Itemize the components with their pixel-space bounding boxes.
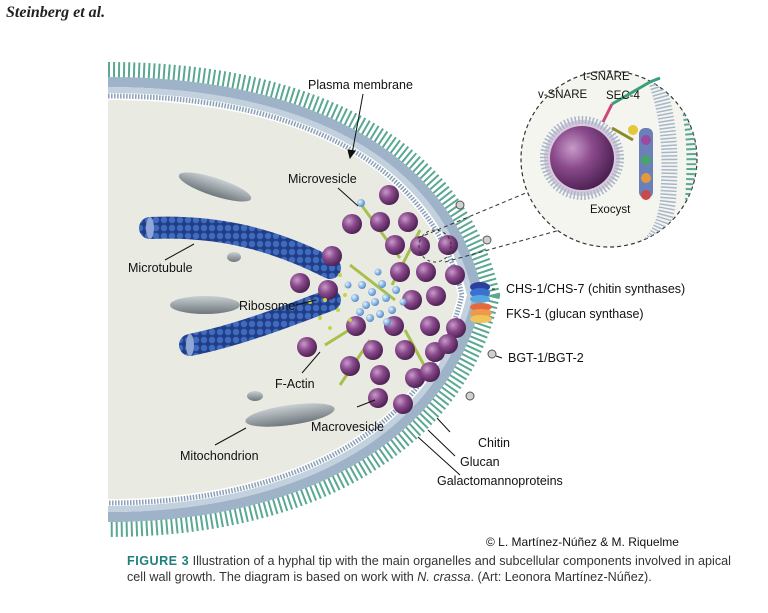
macrovesicle	[410, 236, 430, 256]
macrovesicle	[290, 273, 310, 293]
macrovesicle	[420, 362, 440, 382]
label-ribosome: Ribosome	[239, 299, 295, 313]
microvesicle-cluster	[344, 199, 407, 326]
label-v-snare: v-SNARE	[538, 89, 588, 101]
macrovesicle	[368, 388, 388, 408]
microtubule-group	[139, 216, 341, 356]
macrovesicle	[385, 235, 405, 255]
macrovesicle	[363, 340, 383, 360]
label-glucan: Glucan	[460, 455, 500, 469]
label-microvesicle: Microvesicle	[288, 172, 357, 186]
label-macrovesicle: Macrovesicle	[311, 420, 384, 434]
label-exocyst: Exocyst	[590, 204, 631, 216]
label-t-snare: t-SNARE	[583, 71, 630, 83]
macrovesicle	[405, 368, 425, 388]
header-author: Steinberg et al.	[6, 4, 106, 21]
label-galactomannoproteins: Galactomannoproteins	[437, 474, 563, 488]
image-credit: © L. Martínez-Núñez & M. Riquelme	[486, 535, 679, 549]
exocytosis-inset	[520, 70, 698, 248]
macrovesicle	[390, 262, 410, 282]
microtubule-end	[146, 217, 154, 239]
bgt-enzyme	[455, 200, 465, 210]
mitochondrion	[227, 252, 241, 262]
macrovesicle	[416, 262, 436, 282]
bgt-enzyme	[465, 391, 475, 401]
label-chs: CHS-1/CHS-7 (chitin synthases)	[506, 282, 685, 296]
caption-text: Illustration of a hyphal tip with the ma…	[127, 554, 731, 584]
microtubule	[139, 216, 341, 279]
v-snare	[601, 103, 614, 123]
callout-line	[444, 229, 561, 263]
sec4	[611, 126, 634, 142]
macrovesicle	[426, 286, 446, 306]
label-chitin: Chitin	[478, 436, 510, 450]
figure-label: FIGURE 3	[127, 554, 190, 568]
f-actin	[349, 263, 396, 302]
macrovesicle	[402, 290, 422, 310]
label-f-actin: F-Actin	[275, 377, 315, 391]
macrovesicle	[395, 340, 415, 360]
galactomannoprotein-layer	[107, 62, 501, 537]
macrovesicle	[393, 394, 413, 414]
t-snare	[611, 76, 661, 106]
glucan-synthase	[470, 303, 492, 323]
macrovesicle	[438, 334, 458, 354]
macrovesicle	[438, 235, 458, 255]
microtubule-end	[186, 334, 194, 356]
microvesicle	[357, 199, 365, 207]
macrovesicle	[297, 337, 317, 357]
bgt-enzyme	[482, 235, 492, 245]
figure-caption: FIGURE 3 Illustration of a hyphal tip wi…	[127, 553, 742, 585]
label-sec4: SEC-4	[606, 90, 640, 102]
macrovesicle	[322, 246, 342, 266]
macrovesicle	[379, 185, 399, 205]
macrovesicle	[340, 356, 360, 376]
label-fks: FKS-1 (glucan synthase)	[506, 307, 644, 321]
macrovesicle	[398, 212, 418, 232]
mitochondrion	[170, 296, 240, 314]
secretory-vesicle-lumen	[550, 126, 614, 190]
macrovesicle	[342, 214, 362, 234]
mitochondria-group	[170, 172, 335, 427]
label-bgt: BGT-1/BGT-2	[508, 351, 584, 365]
plasma-membrane	[107, 93, 465, 506]
macrovesicle	[445, 265, 465, 285]
label-microtubule: Microtubule	[128, 261, 193, 275]
mitochondrion	[245, 403, 335, 427]
macrovesicle	[446, 318, 466, 338]
macrovesicle	[370, 212, 390, 232]
mitochondrion	[178, 172, 252, 202]
chitin-layer	[107, 87, 474, 512]
label-plasma-membrane: Plasma membrane	[308, 78, 413, 92]
label-pointers	[164, 93, 503, 476]
label-mitochondrion: Mitochondrion	[180, 449, 259, 463]
caption-credit: . (Art: Leonora Martínez-Núñez).	[470, 570, 652, 584]
chitin-synthase	[470, 282, 490, 303]
callout-focus	[418, 229, 452, 263]
macrovesicle	[420, 316, 440, 336]
caption-species: N. crassa	[417, 570, 471, 584]
microtubule	[179, 289, 341, 356]
mitochondrion	[247, 391, 263, 401]
macrovesicle	[318, 280, 338, 300]
bgt-enzyme	[487, 349, 497, 359]
macrovesicle	[370, 365, 390, 385]
